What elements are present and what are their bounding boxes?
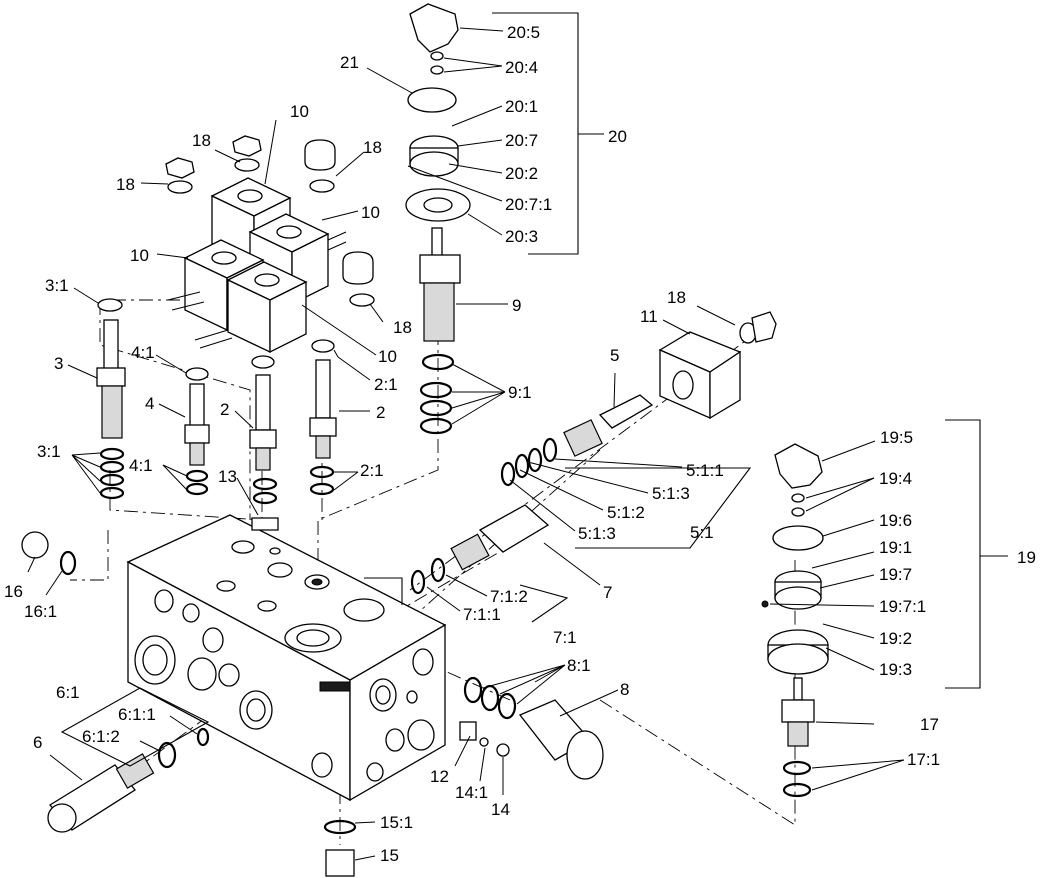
label-4-1-lower: 4:1	[129, 456, 153, 475]
manual-valve-assembly-20	[405, 3, 471, 435]
label-5-1-3-lower: 5:1:3	[578, 524, 616, 543]
label-2-1-lower: 2:1	[360, 461, 384, 480]
label-4: 4	[145, 394, 154, 413]
label-3-1-lower: 3:1	[37, 442, 61, 461]
label-16: 16	[4, 582, 23, 601]
label-10-top: 10	[290, 102, 309, 121]
label-6: 6	[33, 733, 42, 752]
label-20: 20	[608, 127, 627, 146]
label-19-2: 19:2	[879, 629, 912, 648]
label-18-coil: 18	[667, 288, 686, 307]
label-8-1: 8:1	[567, 656, 591, 675]
label-17: 17	[920, 715, 939, 734]
label-10-lower: 10	[378, 347, 397, 366]
label-20-4: 20:4	[505, 58, 538, 77]
label-11: 11	[640, 307, 658, 326]
label-18-lower: 18	[393, 318, 412, 337]
label-19-4: 19:4	[879, 469, 912, 488]
label-9: 9	[512, 296, 521, 315]
label-6-1: 6:1	[56, 683, 80, 702]
cartridge-valve-group	[96, 298, 337, 531]
label-18-top: 18	[192, 131, 211, 150]
label-14-1: 14:1	[455, 783, 488, 802]
valve-body-block	[126, 514, 447, 802]
label-20-5: 20:5	[507, 23, 540, 42]
label-20-7-1: 20:7:1	[505, 195, 552, 214]
label-5-1-2: 5:1:2	[607, 503, 645, 522]
label-13: 13	[218, 467, 237, 486]
label-7-1-1: 7:1:1	[463, 605, 501, 624]
label-19: 19	[1017, 548, 1036, 567]
label-3-1-top: 3:1	[45, 276, 69, 295]
label-18-left: 18	[116, 175, 135, 194]
label-16-1: 16:1	[24, 602, 57, 621]
label-7: 7	[603, 583, 612, 602]
label-6-1-1: 6:1:1	[118, 705, 156, 724]
label-8: 8	[620, 680, 629, 699]
valve-8-and-fittings	[459, 676, 604, 780]
label-21: 21	[340, 53, 359, 72]
label-19-3: 19:3	[879, 660, 912, 679]
label-7-1: 7:1	[553, 628, 577, 647]
label-20-1: 20:1	[505, 97, 538, 116]
label-3: 3	[54, 354, 63, 373]
leader-lines	[27, 27, 905, 861]
label-15: 15	[380, 846, 399, 865]
label-19-6: 19:6	[879, 511, 912, 530]
label-2-left: 2	[220, 400, 229, 419]
label-5-1-1: 5:1:1	[686, 461, 724, 480]
solenoid-coil-group	[167, 177, 347, 354]
part-labels: 20:5 20:4 21 20:1 20:7 20 20:2 20:7:1 20…	[4, 23, 1036, 865]
label-5: 5	[610, 346, 619, 365]
label-17-1: 17:1	[907, 750, 940, 769]
manual-valve-assembly-19	[761, 443, 829, 798]
label-19-7-1: 19:7:1	[879, 597, 926, 616]
label-12: 12	[430, 767, 449, 786]
label-5-1-3-upper: 5:1:3	[652, 484, 690, 503]
valve-5-and-coil-11	[500, 311, 777, 487]
group-brackets	[60, 12, 1008, 767]
label-2-1-top: 2:1	[374, 375, 398, 394]
coil-nut-group	[165, 135, 375, 307]
label-5-1: 5:1	[690, 523, 714, 542]
label-14: 14	[491, 800, 510, 819]
label-19-7: 19:7	[879, 565, 912, 584]
valve-6-and-plugs	[21, 531, 357, 877]
label-20-2: 20:2	[505, 164, 538, 183]
label-10-right: 10	[361, 203, 380, 222]
label-9-1: 9:1	[508, 383, 532, 402]
label-10-left: 10	[130, 246, 149, 265]
label-19-5: 19:5	[880, 428, 913, 447]
label-4-1-top: 4:1	[131, 343, 155, 362]
valve-7	[410, 504, 550, 595]
label-19-1: 19:1	[879, 538, 912, 557]
label-7-1-2: 7:1:2	[490, 587, 528, 606]
label-18-right: 18	[363, 138, 382, 157]
label-2-right: 2	[376, 403, 385, 422]
label-20-3: 20:3	[505, 227, 538, 246]
label-20-7: 20:7	[505, 131, 538, 150]
label-6-1-2: 6:1:2	[82, 727, 120, 746]
label-15-1: 15:1	[380, 813, 413, 832]
